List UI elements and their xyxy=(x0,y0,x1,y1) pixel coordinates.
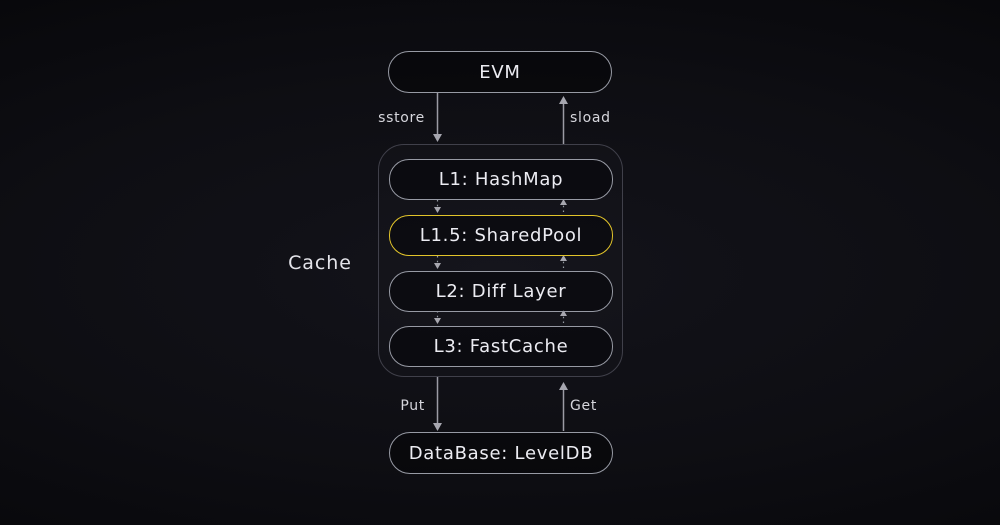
evm-node: EVM xyxy=(388,51,612,93)
sstore-edge-label: sstore xyxy=(378,110,425,126)
database-node: DataBase: LevelDB xyxy=(389,432,613,474)
sstore-arrow xyxy=(433,93,442,142)
database-label: DataBase: LevelDB xyxy=(408,442,594,464)
cache-layer-l1: L1: HashMap xyxy=(389,159,613,200)
put-arrow xyxy=(433,377,442,431)
cache-layer-l3: L3: FastCache xyxy=(389,326,613,367)
sload-arrow xyxy=(559,96,568,145)
cache-layer-l1-label: L1: HashMap xyxy=(438,169,564,190)
cache-layer-l2: L2: Diff Layer xyxy=(389,271,613,312)
get-edge-label: Get xyxy=(570,398,598,414)
get-arrow xyxy=(559,382,568,431)
cache-container: L1: HashMap L1.5: SharedPool L2: Diff La… xyxy=(378,144,623,377)
cache-layer-l1-5-label: L1.5: SharedPool xyxy=(419,225,583,246)
cache-group-label: Cache xyxy=(288,252,352,274)
evm-label: EVM xyxy=(479,61,521,83)
sload-edge-label: sload xyxy=(570,110,611,126)
cache-layer-l3-label: L3: FastCache xyxy=(433,336,569,357)
cache-layer-l1-5-highlighted: L1.5: SharedPool xyxy=(389,215,613,256)
put-edge-label: Put xyxy=(400,398,425,414)
cache-layer-l2-label: L2: Diff Layer xyxy=(435,281,567,302)
